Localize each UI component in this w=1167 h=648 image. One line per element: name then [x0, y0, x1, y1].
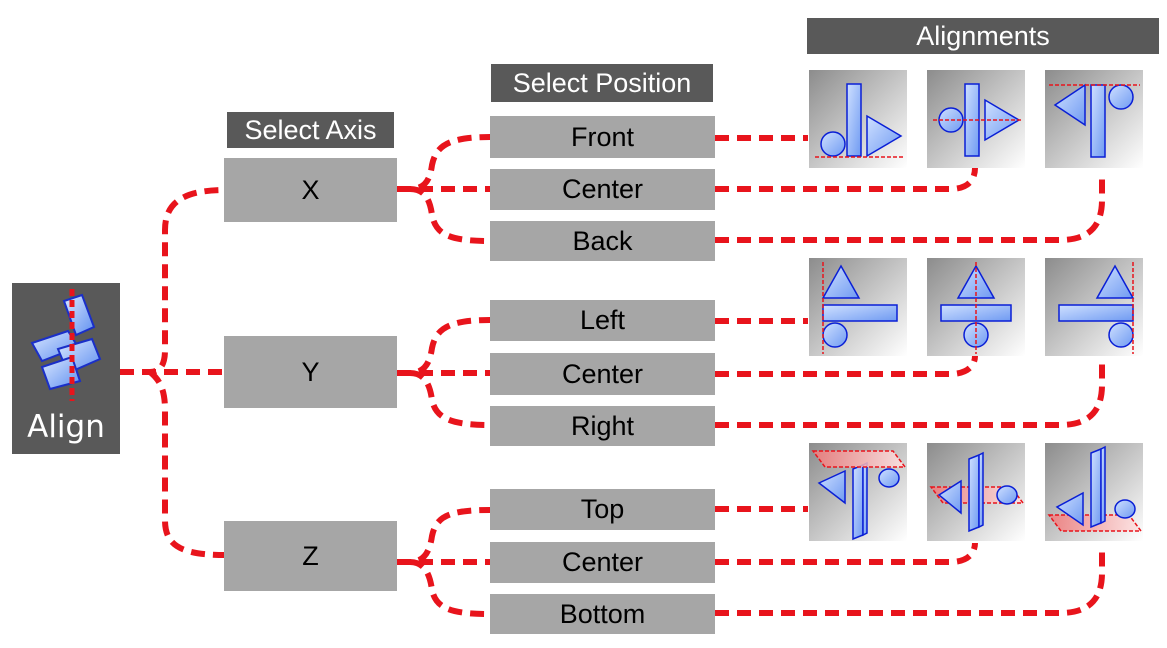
- position-y-left-button[interactable]: Left: [490, 300, 715, 341]
- connector-tool-z: [148, 369, 226, 558]
- thumb-y-right[interactable]: [1045, 258, 1143, 356]
- align-y-left-icon: [809, 258, 907, 356]
- position-y-right-button[interactable]: Right: [490, 406, 715, 446]
- connector-x-front: [397, 134, 491, 192]
- connector-back-thumb: [715, 172, 1105, 243]
- align-y-center-icon: [927, 258, 1025, 356]
- connector-x-back: [409, 186, 491, 244]
- thumb-x-front[interactable]: [809, 70, 907, 168]
- axis-z-button[interactable]: Z: [224, 521, 397, 591]
- thumb-x-center[interactable]: [927, 70, 1025, 168]
- position-z-bottom-button[interactable]: Bottom: [490, 594, 715, 634]
- align-tool-button[interactable]: Align: [12, 283, 120, 454]
- connector-bottom-thumb: [715, 545, 1105, 616]
- connector-xcenter-thumb: [715, 167, 978, 192]
- connector-y-right: [409, 370, 491, 428]
- position-x-center-button[interactable]: Center: [490, 169, 715, 210]
- alignments-header: Alignments: [807, 18, 1159, 54]
- thumb-z-bottom[interactable]: [1045, 443, 1143, 541]
- axis-x-button[interactable]: X: [224, 158, 397, 222]
- connector-ycenter-thumb: [715, 355, 978, 377]
- align-x-front-icon: [809, 70, 907, 168]
- thumb-z-center[interactable]: [927, 443, 1025, 541]
- connector-tool-x: [120, 187, 226, 375]
- thumb-z-top[interactable]: [809, 443, 907, 541]
- position-x-back-button[interactable]: Back: [490, 221, 715, 261]
- select-position-header: Select Position: [491, 64, 713, 102]
- position-z-center-button[interactable]: Center: [490, 542, 715, 583]
- connector-zcenter-thumb: [715, 542, 978, 565]
- position-z-top-button[interactable]: Top: [490, 489, 715, 530]
- align-y-right-icon: [1045, 258, 1143, 356]
- align-z-bottom-icon: [1045, 443, 1143, 541]
- connector-right-thumb: [715, 358, 1105, 428]
- align-tool-icon: [30, 289, 102, 401]
- axis-y-button[interactable]: Y: [224, 336, 397, 408]
- align-z-top-icon: [809, 443, 907, 541]
- align-z-center-icon: [927, 443, 1025, 541]
- connector-z-top: [397, 507, 491, 565]
- thumb-x-back[interactable]: [1045, 70, 1143, 168]
- position-y-center-button[interactable]: Center: [490, 353, 715, 395]
- thumb-y-left[interactable]: [809, 258, 907, 356]
- connector-y-left: [397, 317, 491, 376]
- align-tool-label: Align: [27, 409, 105, 445]
- position-x-front-button[interactable]: Front: [490, 116, 715, 158]
- select-axis-header: Select Axis: [227, 112, 394, 148]
- align-x-center-icon: [927, 70, 1025, 168]
- thumb-y-center[interactable]: [927, 258, 1025, 356]
- align-x-back-icon: [1045, 70, 1143, 168]
- connector-z-bottom: [409, 559, 491, 617]
